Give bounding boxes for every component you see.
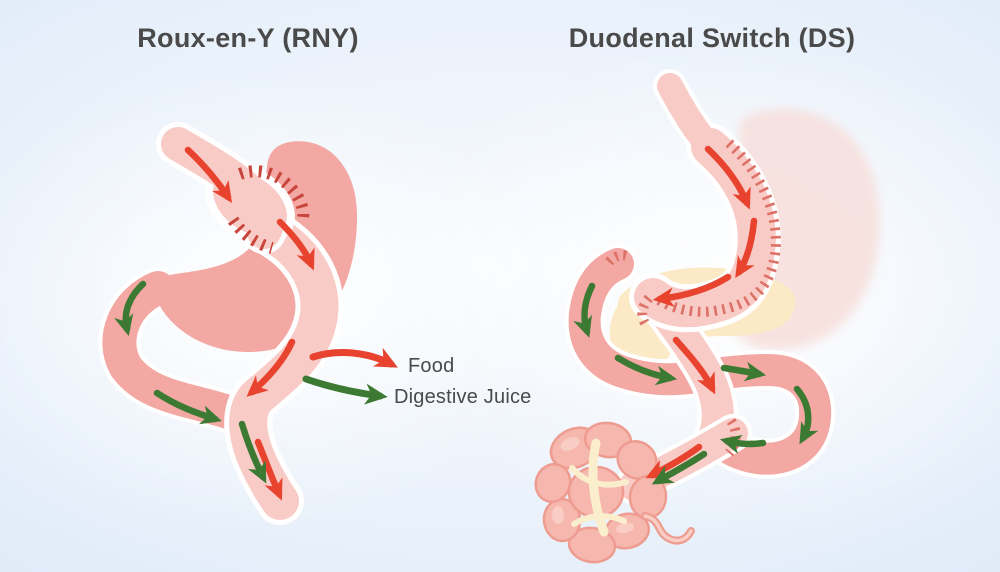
ds-juice-arrow-loop-return xyxy=(719,434,767,454)
rny-food-arrow-roux xyxy=(276,218,315,271)
rny-juice-arrow-bp-limb xyxy=(153,389,222,425)
ds-duodenal-stump-staples xyxy=(605,250,634,266)
legend-food-label: Food xyxy=(408,355,455,377)
ds-juice-arrow-loop xyxy=(793,385,819,445)
ds-food-arrow-sleeve-lower xyxy=(735,217,758,279)
rny-food-arrow-esophagus xyxy=(184,146,233,204)
appendix-core xyxy=(643,514,693,543)
ds-title: Duodenal Switch (DS) xyxy=(568,23,856,53)
legend-icons xyxy=(302,347,398,405)
ds-intestine-cluster xyxy=(534,421,695,564)
rny-food-arrow-common xyxy=(254,438,283,501)
rny-food-arrow-mid xyxy=(246,338,296,397)
bowel-highlight xyxy=(552,506,564,524)
ds-food-arrow-alimentary xyxy=(672,336,716,395)
ds-juice-arrow-bp1 xyxy=(614,354,678,386)
ds-juice-arrow-common xyxy=(651,450,708,485)
ds-juice-arrow-duodenum xyxy=(573,282,596,338)
rny-juice-arrow-common xyxy=(238,420,267,484)
mesentery xyxy=(588,438,609,537)
ds-figure xyxy=(534,69,880,564)
legend-juice-label: Digestive Juice xyxy=(394,386,532,408)
legend-juice-arrow-icon xyxy=(302,375,388,405)
ds-sleeve-staple-line xyxy=(656,139,781,317)
rny-title: Roux-en-Y (RNY) xyxy=(137,23,359,53)
rny-figure xyxy=(98,122,358,525)
mesentery xyxy=(571,513,627,527)
ds-food-arrow-antrum xyxy=(652,273,732,308)
bowel-highlight xyxy=(616,522,634,534)
mesentery xyxy=(569,465,629,488)
legend-food-arrow-icon xyxy=(309,347,398,368)
ds-anastomosis-staples xyxy=(637,294,653,326)
rny-juice-arrow-duodenum xyxy=(114,280,147,337)
ds-food-arrow-sleeve-upper xyxy=(704,145,751,210)
ds-juice-arrow-bp2 xyxy=(720,361,767,382)
bowel-highlight xyxy=(560,437,580,451)
